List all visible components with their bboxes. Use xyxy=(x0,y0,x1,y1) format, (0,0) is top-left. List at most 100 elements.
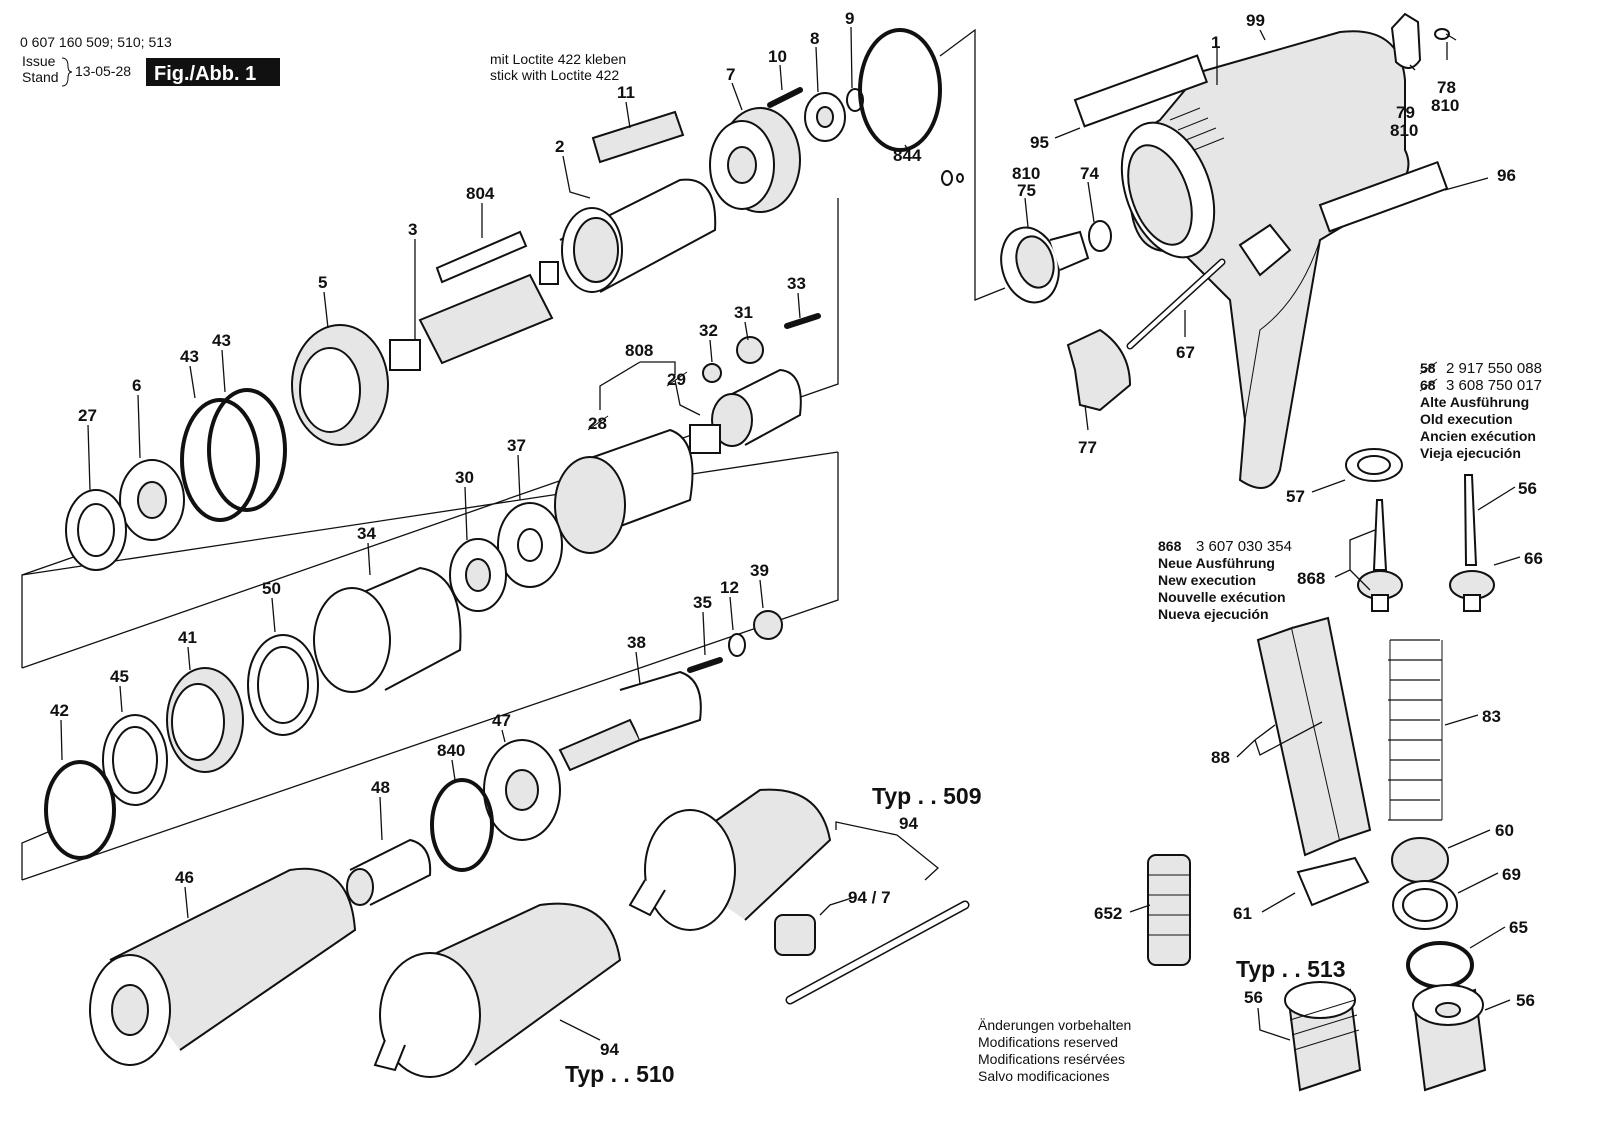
label-60: 60 xyxy=(1495,821,1514,840)
ring-50 xyxy=(247,634,319,736)
label-69: 69 xyxy=(1502,865,1521,884)
note-modifications: Änderungen vorbehalten Modifications res… xyxy=(978,1017,1131,1084)
label-12: 12 xyxy=(720,578,739,597)
new-part: 3 607 030 354 xyxy=(1196,538,1292,555)
label-61: 61 xyxy=(1233,904,1252,923)
strike-28 xyxy=(587,415,609,431)
gear-39 xyxy=(753,610,783,640)
label-57: 57 xyxy=(1286,487,1305,506)
gear-31 xyxy=(736,336,764,364)
mod-de: Änderungen vorbehalten xyxy=(978,1017,1131,1033)
sleeve-46 xyxy=(89,867,357,1066)
label-3: 3 xyxy=(408,220,417,239)
figure-badge xyxy=(146,58,280,86)
oring-65 xyxy=(1406,941,1474,989)
ring-gear-5 xyxy=(291,324,389,446)
new-num-868: 868 xyxy=(1158,538,1182,554)
label-38: 38 xyxy=(627,633,646,652)
label-31: 31 xyxy=(734,303,753,322)
chuck-94-typ510 xyxy=(373,902,622,1078)
label-42: 42 xyxy=(50,701,69,720)
label-804: 804 xyxy=(466,184,495,203)
valve-58-66-old xyxy=(1449,474,1495,612)
label-1: 1 xyxy=(1211,33,1220,52)
oring-43-b xyxy=(207,388,287,512)
label-43-a: 43 xyxy=(180,347,199,366)
strike-29 xyxy=(666,371,688,387)
new-en: New execution xyxy=(1158,572,1256,588)
label-45: 45 xyxy=(110,667,129,686)
label-808: 808 xyxy=(625,341,653,360)
bearing-47 xyxy=(483,739,561,841)
chuck-key-94-7 xyxy=(774,900,970,1005)
label-48: 48 xyxy=(371,778,390,797)
rotor-3 xyxy=(389,261,559,371)
note-loctite-en: stick with Loctite 422 xyxy=(490,67,619,83)
label-78: 78 xyxy=(1437,78,1456,97)
washer-37 xyxy=(497,502,563,588)
mod-fr: Modifications resérvées xyxy=(978,1051,1125,1067)
note-old-execution: 58 2 917 550 088 68 3 608 750 017 Alte A… xyxy=(1419,360,1542,461)
pin-35 xyxy=(687,657,723,673)
old-es: Vieja ejecución xyxy=(1420,445,1521,461)
bearing-6 xyxy=(119,459,185,541)
leader-lines xyxy=(60,26,1521,1041)
bearing-30 xyxy=(449,538,507,612)
screw-78 xyxy=(1434,28,1457,41)
label-47: 47 xyxy=(492,711,511,730)
label-94-a: 94 xyxy=(899,814,918,833)
lever-79 xyxy=(1390,12,1422,69)
oring-42 xyxy=(44,760,116,860)
label-35: 35 xyxy=(693,593,712,612)
cylinder-cover-7 xyxy=(709,107,801,213)
header-issue: Issue xyxy=(22,53,56,69)
old-part-1: 2 917 550 088 xyxy=(1446,360,1542,377)
header-stand: Stand xyxy=(22,69,59,85)
oring-74 xyxy=(1088,220,1112,252)
label-6: 6 xyxy=(132,376,141,395)
ring-45 xyxy=(102,714,168,806)
fitting-56 xyxy=(1412,984,1487,1092)
strainer-60 xyxy=(1391,837,1449,883)
strike-58 xyxy=(1419,361,1438,375)
pin-10 xyxy=(767,87,803,108)
bearing-41 xyxy=(166,667,244,773)
label-75: 75 xyxy=(1017,181,1036,200)
silencer-88 xyxy=(1256,616,1372,857)
label-50: 50 xyxy=(262,579,281,598)
old-part-2: 3 608 750 017 xyxy=(1446,377,1542,394)
label-94-7: 94 / 7 xyxy=(848,888,891,907)
label-2: 2 xyxy=(555,137,564,156)
felt-11 xyxy=(591,110,685,164)
new-fr: Nouvelle exécution xyxy=(1158,589,1286,605)
label-8: 8 xyxy=(810,29,819,48)
note-new-execution: 868 3 607 030 354 Neue Ausführung New ex… xyxy=(1158,538,1292,622)
note-loctite-de: mit Loctite 422 kleben xyxy=(490,51,626,67)
label-41: 41 xyxy=(178,628,197,647)
mod-es: Salvo modificaciones xyxy=(978,1068,1110,1084)
label-9: 9 xyxy=(845,9,854,28)
label-844: 844 xyxy=(893,146,922,165)
header-part-numbers: 0 607 160 509; 510; 513 xyxy=(20,34,172,50)
header-brace xyxy=(61,57,73,87)
label-95: 95 xyxy=(1030,133,1049,152)
old-de: Alte Ausführung xyxy=(1420,394,1529,410)
strike-68 xyxy=(1419,378,1438,392)
ring-57 xyxy=(1345,448,1403,482)
old-en: Old execution xyxy=(1420,411,1513,427)
ring-69 xyxy=(1392,880,1458,930)
label-37: 37 xyxy=(507,436,526,455)
label-74: 74 xyxy=(1080,164,1099,183)
washer-12 xyxy=(728,633,746,657)
type-label-510: Typ . . 510 xyxy=(565,1061,675,1087)
spring-83 xyxy=(1388,639,1443,821)
valve-75 xyxy=(1000,226,1090,304)
label-56-c: 56 xyxy=(1516,991,1535,1010)
label-56-b: 56 xyxy=(1244,988,1263,1007)
label-88: 88 xyxy=(1211,748,1230,767)
ring-gear-sleeve xyxy=(554,428,694,554)
vane-804 xyxy=(435,230,528,284)
label-10: 10 xyxy=(768,47,787,66)
planet-carrier-808 xyxy=(689,368,802,454)
